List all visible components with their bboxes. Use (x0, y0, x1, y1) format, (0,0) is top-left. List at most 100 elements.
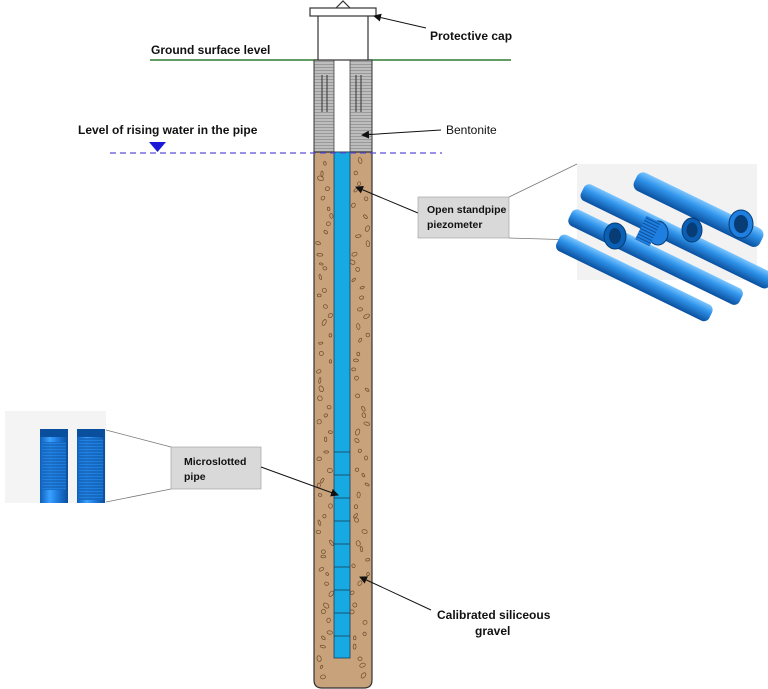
gravel-pebble (355, 234, 362, 238)
gravel-pebble (351, 277, 356, 283)
gravel-pebble (328, 590, 334, 597)
gravel-pebble (351, 251, 358, 257)
gravel-pebble (358, 337, 363, 343)
gravel-pebble (349, 590, 355, 595)
gravel-pebble (318, 377, 322, 384)
protective-cap-label: Protective cap (430, 29, 512, 43)
gravel-pebble (355, 428, 361, 436)
microslotted-photo (5, 411, 106, 503)
gravel-pebble (362, 631, 367, 637)
gravel-pebble (323, 413, 328, 418)
gravel-pebble (327, 468, 333, 473)
gravel-pebble (363, 421, 371, 426)
standpipe (333, 151, 351, 659)
gravel-pebble (361, 472, 366, 478)
gravel-pebble (355, 540, 361, 547)
gravel-pebble (316, 293, 322, 298)
gravel-pebble (319, 644, 326, 649)
gravel-pebble (354, 517, 359, 523)
gravel-pebble (319, 664, 324, 669)
gravel-pebble (359, 546, 363, 553)
gravel-pebble (321, 549, 326, 554)
gravel-pebble (354, 438, 360, 443)
gravel-pebbles (315, 157, 371, 680)
gravel-pebble (366, 572, 370, 577)
gravel-pebble (365, 225, 370, 232)
gravel-pebble (361, 412, 367, 418)
gravel-pebble (326, 617, 331, 623)
gravel-pebble (364, 196, 369, 202)
gravel-label-line1: Calibrated siliceous (437, 608, 551, 622)
gravel-pebble (359, 285, 365, 290)
gravel-pebble (364, 387, 370, 392)
gravel-pebble (357, 448, 362, 453)
gravel-pebble (318, 385, 324, 393)
gravel-pebble (361, 529, 368, 534)
gravel-pebble (326, 221, 331, 227)
gravel-pebble (316, 655, 322, 662)
bentonite-label: Bentonite (446, 123, 497, 137)
gravel-pebble (353, 358, 359, 363)
gravel-pebble (317, 395, 323, 402)
gravel-pebble (320, 478, 325, 484)
gravel-pebble (316, 253, 324, 257)
gravel-pebble (321, 635, 326, 641)
microslotted-label-box (170, 446, 262, 490)
gravel-pebble (361, 406, 366, 412)
gravel-pebble (318, 274, 322, 280)
gravel-pebble (321, 319, 327, 326)
gravel-pebble (316, 456, 322, 461)
gravel-pebble (325, 572, 329, 576)
gravel-pebble (352, 602, 358, 608)
gravel-pebble (328, 503, 333, 509)
standpipe-label-box (417, 196, 510, 239)
gravel-pebble (323, 161, 327, 166)
gravel-pebble (323, 602, 330, 609)
standpipe-label-line1: Open standpipe (427, 204, 507, 216)
gravel-pebble (352, 643, 357, 650)
standpipe-photo (555, 164, 768, 322)
gravel-pebble (316, 369, 322, 374)
gravel-pebble (354, 467, 360, 472)
gravel-pebble (363, 313, 370, 319)
gravel-pebble (328, 359, 333, 364)
gravel-pebble (356, 307, 364, 312)
gravel-label-line2: gravel (475, 624, 510, 638)
gravel-pebble (353, 635, 357, 641)
gravel-pebble (365, 558, 371, 562)
gravel-pebble (355, 267, 361, 272)
gravel-pebble (354, 375, 359, 381)
gravel-pebble (323, 450, 329, 454)
protective-cap (309, 0, 377, 61)
gravel-pebble (324, 436, 328, 442)
gravel-pebble (324, 186, 330, 191)
microslotted-label-line1: Microslotted (184, 456, 246, 468)
gravel-pebble (364, 455, 368, 461)
gravel-pebble (329, 539, 334, 546)
gravel-pebble (327, 313, 333, 318)
gravel-pebble (328, 430, 333, 434)
gravel-pebble (364, 482, 370, 487)
gravel-pebble (326, 630, 333, 635)
gravel-pebble (320, 674, 326, 680)
gravel-pebble (362, 619, 368, 625)
bentonite-seal (313, 59, 373, 153)
ground-surface-label: Ground surface level (151, 43, 270, 57)
gravel-pebble (353, 504, 359, 510)
gravel-pebble (323, 230, 329, 235)
gravel-pebble (353, 170, 358, 176)
gravel-pebble (317, 175, 324, 181)
gravel-pebble (351, 202, 356, 208)
microslotted-section (334, 451, 350, 637)
gravel-pebble (320, 554, 327, 559)
gravel-pebble (318, 262, 324, 266)
gravel-pebble (356, 323, 361, 330)
gravel-pebble (323, 304, 328, 309)
water-level-triangle-icon (149, 142, 166, 152)
gravel-pebble (328, 333, 333, 338)
gravel-pebble (322, 266, 328, 271)
gravel-pebble (324, 581, 329, 586)
water-level-label: Level of rising water in the pipe (78, 123, 258, 137)
gravel-pebble (320, 609, 326, 614)
